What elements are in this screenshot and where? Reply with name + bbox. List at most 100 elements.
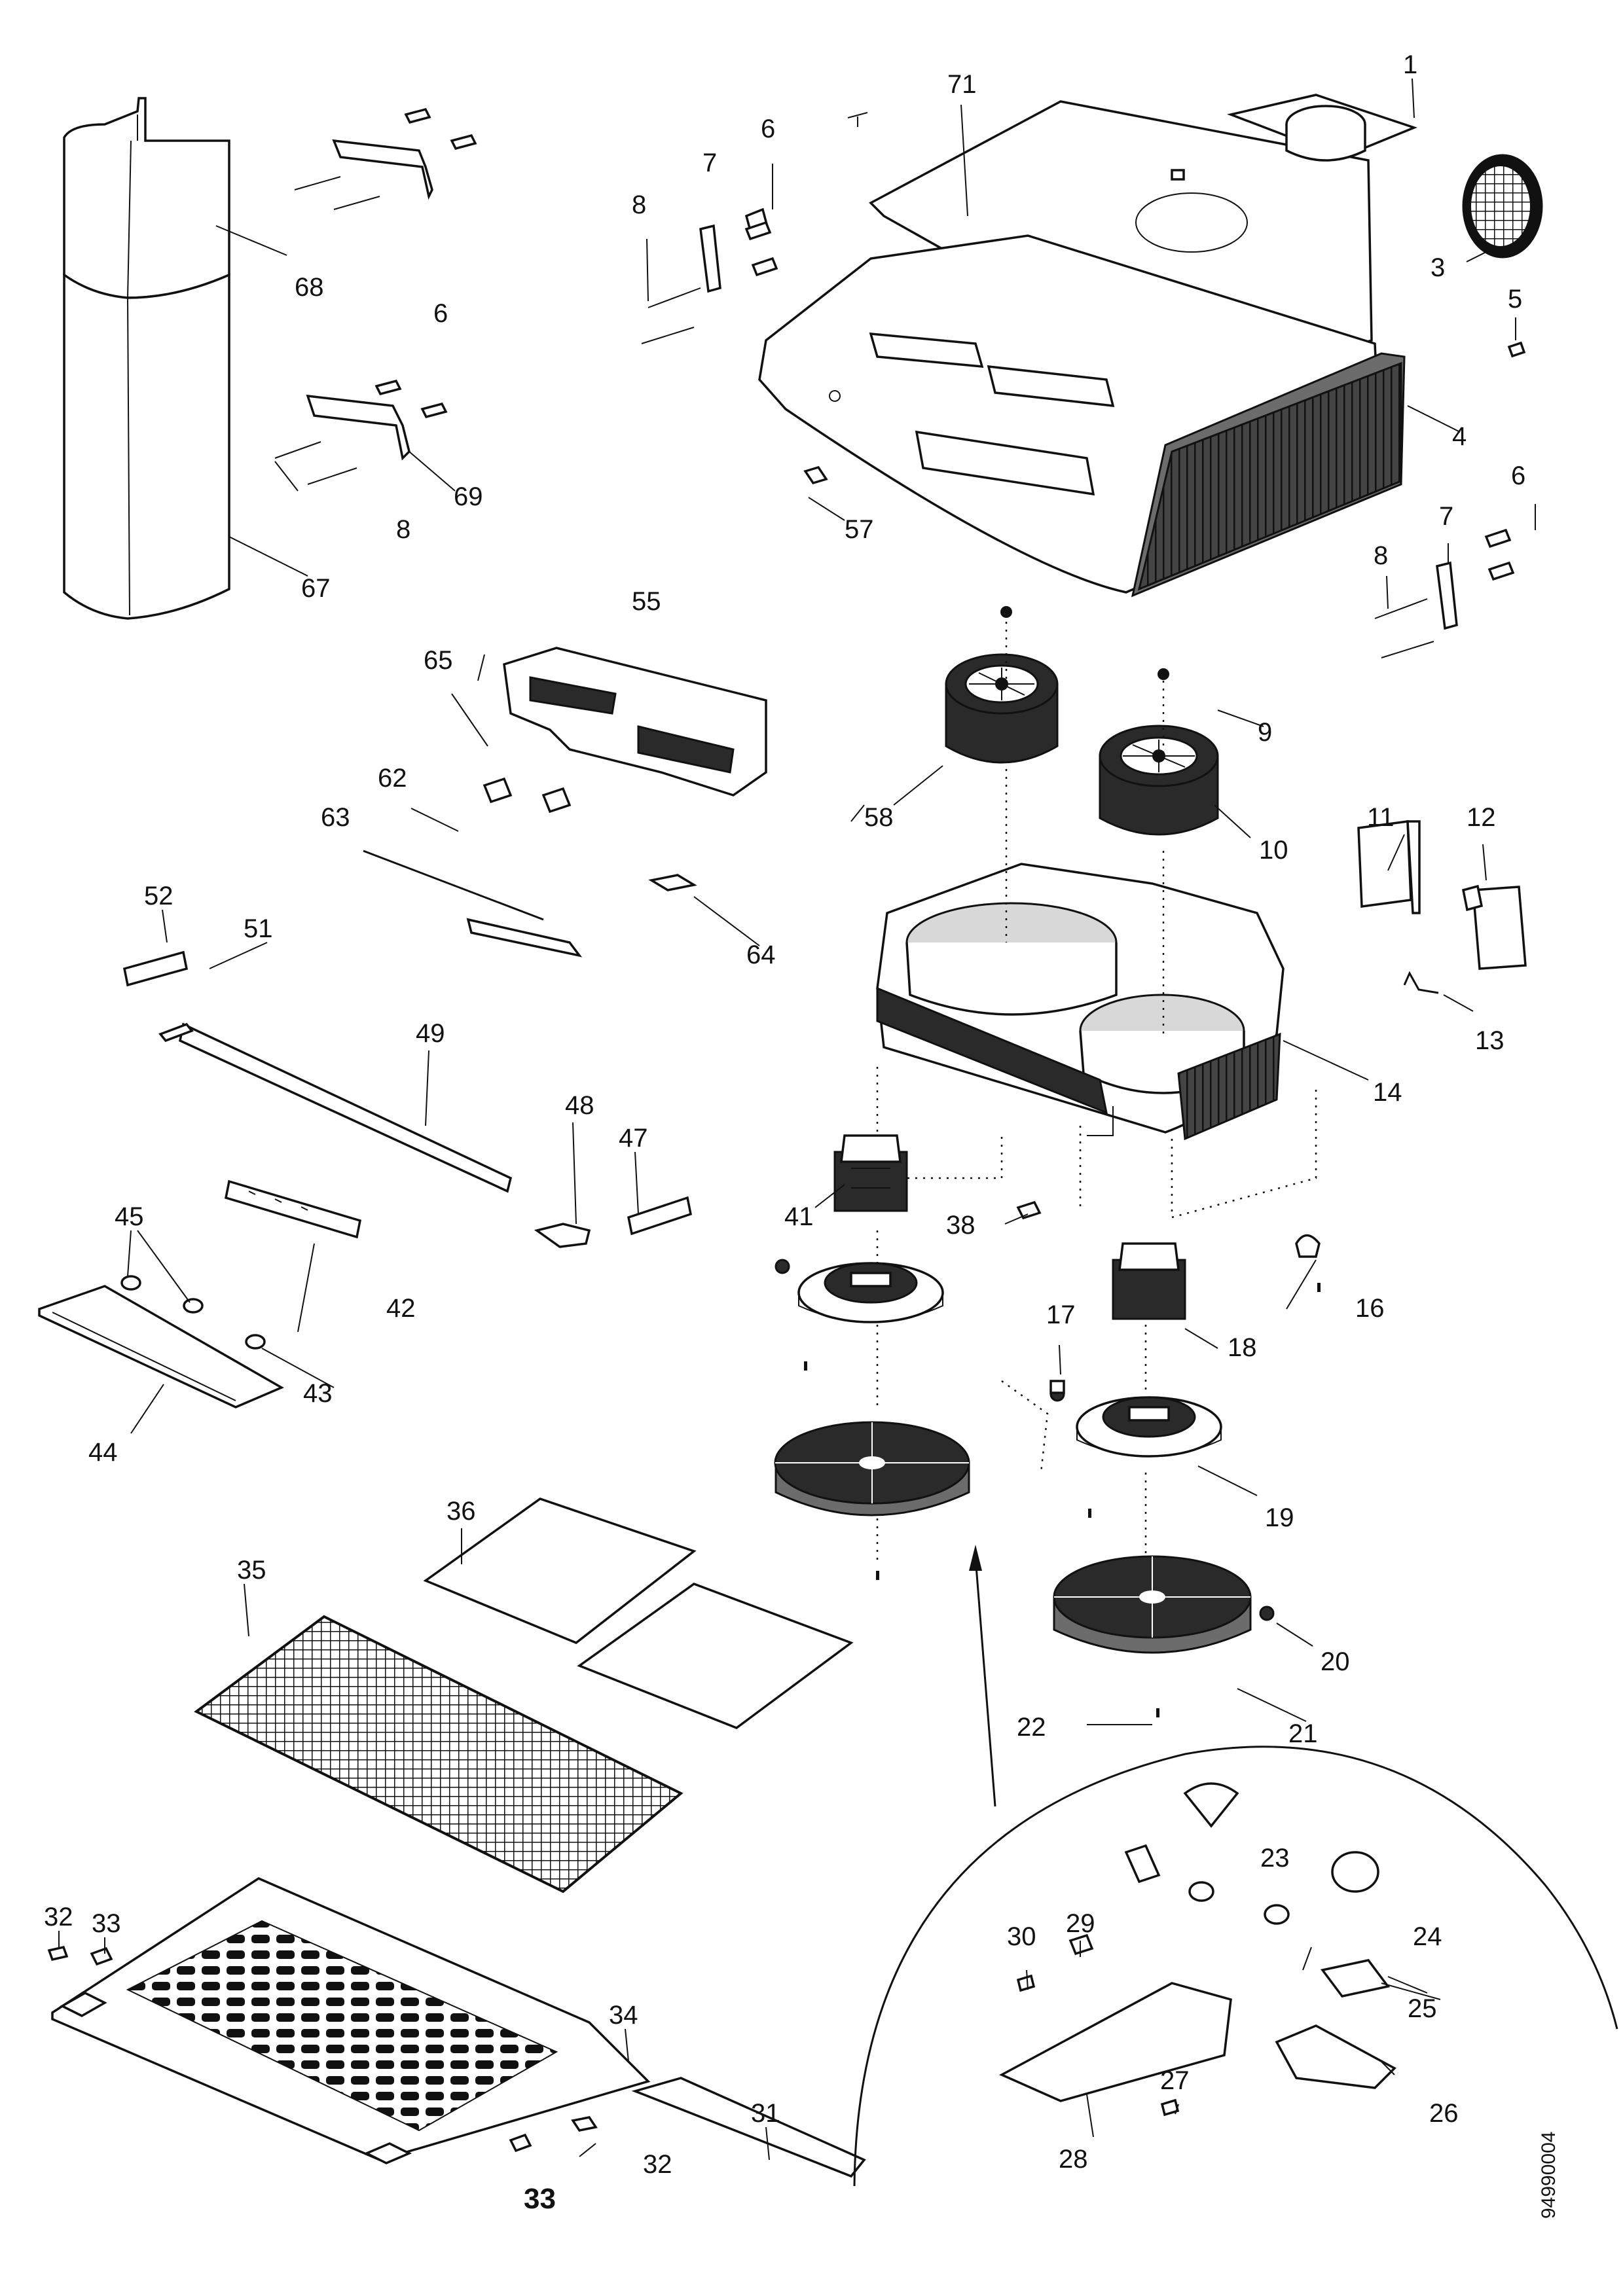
hood-body bbox=[758, 234, 1406, 598]
chimney-lower bbox=[63, 272, 230, 620]
callout-28: 28 bbox=[1059, 2145, 1088, 2174]
callout-16: 16 bbox=[1355, 1294, 1385, 1323]
screw-set-top bbox=[641, 112, 1526, 658]
callout-62: 62 bbox=[378, 764, 407, 793]
callout-57: 57 bbox=[845, 515, 874, 544]
callout-8-left: 8 bbox=[396, 515, 410, 544]
callout-38: 38 bbox=[946, 1211, 976, 1240]
callout-69: 69 bbox=[454, 482, 483, 511]
control-tray-44 bbox=[38, 1285, 284, 1408]
callout-68: 68 bbox=[295, 273, 324, 302]
damper-flaps bbox=[1357, 820, 1527, 994]
filter-sheet-36b bbox=[577, 1583, 854, 1729]
callout-33-top: 33 bbox=[92, 1909, 121, 1938]
callout-34: 34 bbox=[609, 2001, 638, 2030]
callout-3: 3 bbox=[1431, 253, 1445, 282]
callout-6-left: 6 bbox=[433, 299, 448, 328]
carbon-filter-right bbox=[1053, 1555, 1252, 1654]
callout-7-top: 7 bbox=[702, 149, 717, 177]
grease-filter-mesh bbox=[194, 1615, 684, 1893]
motor-left bbox=[833, 1134, 908, 1212]
callout-13: 13 bbox=[1475, 1026, 1504, 1055]
callout-19: 19 bbox=[1265, 1503, 1294, 1532]
callout-49: 49 bbox=[416, 1019, 445, 1048]
knobs-43-45 bbox=[120, 1275, 266, 1350]
detail-bubble bbox=[853, 1545, 1618, 2187]
callout-26: 26 bbox=[1429, 2099, 1459, 2128]
callout-55: 55 bbox=[632, 587, 661, 616]
callout-32-top: 32 bbox=[44, 1903, 73, 1931]
callout-7-right: 7 bbox=[1439, 502, 1453, 531]
callout-33-bottom: 33 bbox=[524, 2183, 556, 2215]
chimney-upper bbox=[63, 97, 230, 299]
callout-29: 29 bbox=[1066, 1909, 1095, 1938]
motor-right bbox=[1112, 1242, 1186, 1320]
callout-42: 42 bbox=[386, 1294, 416, 1323]
callout-8-right: 8 bbox=[1374, 541, 1388, 570]
callout-41: 41 bbox=[784, 1202, 814, 1231]
filter-sheet-36a bbox=[423, 1498, 697, 1645]
callout-11: 11 bbox=[1367, 803, 1395, 832]
callout-17: 17 bbox=[1046, 1300, 1076, 1329]
trim-end-caps bbox=[122, 950, 693, 1248]
callout-30: 30 bbox=[1007, 1922, 1036, 1951]
callout-9: 9 bbox=[1258, 718, 1272, 747]
callout-45: 45 bbox=[115, 1202, 144, 1231]
callout-14: 14 bbox=[1373, 1078, 1402, 1107]
callout-36: 36 bbox=[447, 1497, 476, 1526]
blower-wheel-left bbox=[945, 653, 1059, 764]
callout-4: 4 bbox=[1452, 422, 1467, 451]
bracket-69-upper bbox=[294, 107, 477, 210]
callout-31: 31 bbox=[751, 2099, 780, 2128]
document-number: 94990004 bbox=[1538, 2132, 1559, 2219]
callout-71: 71 bbox=[947, 70, 977, 99]
blower-wheel-right bbox=[1099, 725, 1219, 836]
callout-6-right: 6 bbox=[1511, 461, 1525, 490]
callout-23: 23 bbox=[1260, 1844, 1290, 1873]
callout-18: 18 bbox=[1228, 1333, 1257, 1362]
edge-strip-31 bbox=[631, 2077, 866, 2178]
callout-10: 10 bbox=[1259, 836, 1288, 865]
callout-21: 21 bbox=[1288, 1719, 1318, 1748]
callout-52: 52 bbox=[144, 882, 173, 910]
callout-5: 5 bbox=[1508, 285, 1522, 314]
motor-plate-left bbox=[797, 1262, 944, 1323]
callout-labels: 1 3 4 5 6 6 6 7 7 8 8 8 9 10 11 12 13 14… bbox=[44, 50, 1559, 2219]
callout-27: 27 bbox=[1160, 2066, 1190, 2095]
bracket-69-lower bbox=[274, 379, 448, 485]
callout-24: 24 bbox=[1413, 1922, 1442, 1951]
trim-strip-49 bbox=[179, 1022, 513, 1193]
fan-housing bbox=[876, 863, 1285, 1141]
small-fasteners-mid bbox=[775, 1200, 1321, 1518]
callout-32-bottom: 32 bbox=[643, 2150, 672, 2179]
control-fascia bbox=[503, 647, 767, 797]
carbon-filter-left bbox=[774, 1421, 970, 1516]
callout-44: 44 bbox=[88, 1438, 118, 1467]
callout-6-top: 6 bbox=[761, 115, 775, 143]
callout-65: 65 bbox=[424, 646, 453, 675]
callout-12: 12 bbox=[1467, 803, 1496, 832]
clips-32-33 bbox=[47, 1945, 598, 2153]
callout-63: 63 bbox=[321, 803, 350, 832]
base-panel bbox=[51, 1877, 651, 2164]
callout-22: 22 bbox=[1017, 1713, 1046, 1742]
leader-lines bbox=[58, 78, 1536, 2161]
callout-58: 58 bbox=[864, 803, 894, 832]
callout-43: 43 bbox=[303, 1379, 333, 1408]
callout-48: 48 bbox=[565, 1091, 594, 1120]
callout-1: 1 bbox=[1403, 50, 1417, 79]
callout-51: 51 bbox=[244, 914, 273, 943]
callout-25: 25 bbox=[1408, 1994, 1437, 2023]
grease-filter-round bbox=[1462, 154, 1543, 259]
collar-flange bbox=[1227, 94, 1418, 162]
callout-35: 35 bbox=[237, 1556, 266, 1585]
callout-8-top: 8 bbox=[632, 190, 646, 219]
callout-64: 64 bbox=[746, 941, 776, 969]
motor-plate-right bbox=[1076, 1396, 1222, 1458]
control-switch-parts bbox=[363, 777, 697, 958]
switch-housing-42 bbox=[224, 1179, 362, 1239]
callout-67: 67 bbox=[301, 574, 331, 603]
callout-20: 20 bbox=[1321, 1647, 1350, 1676]
